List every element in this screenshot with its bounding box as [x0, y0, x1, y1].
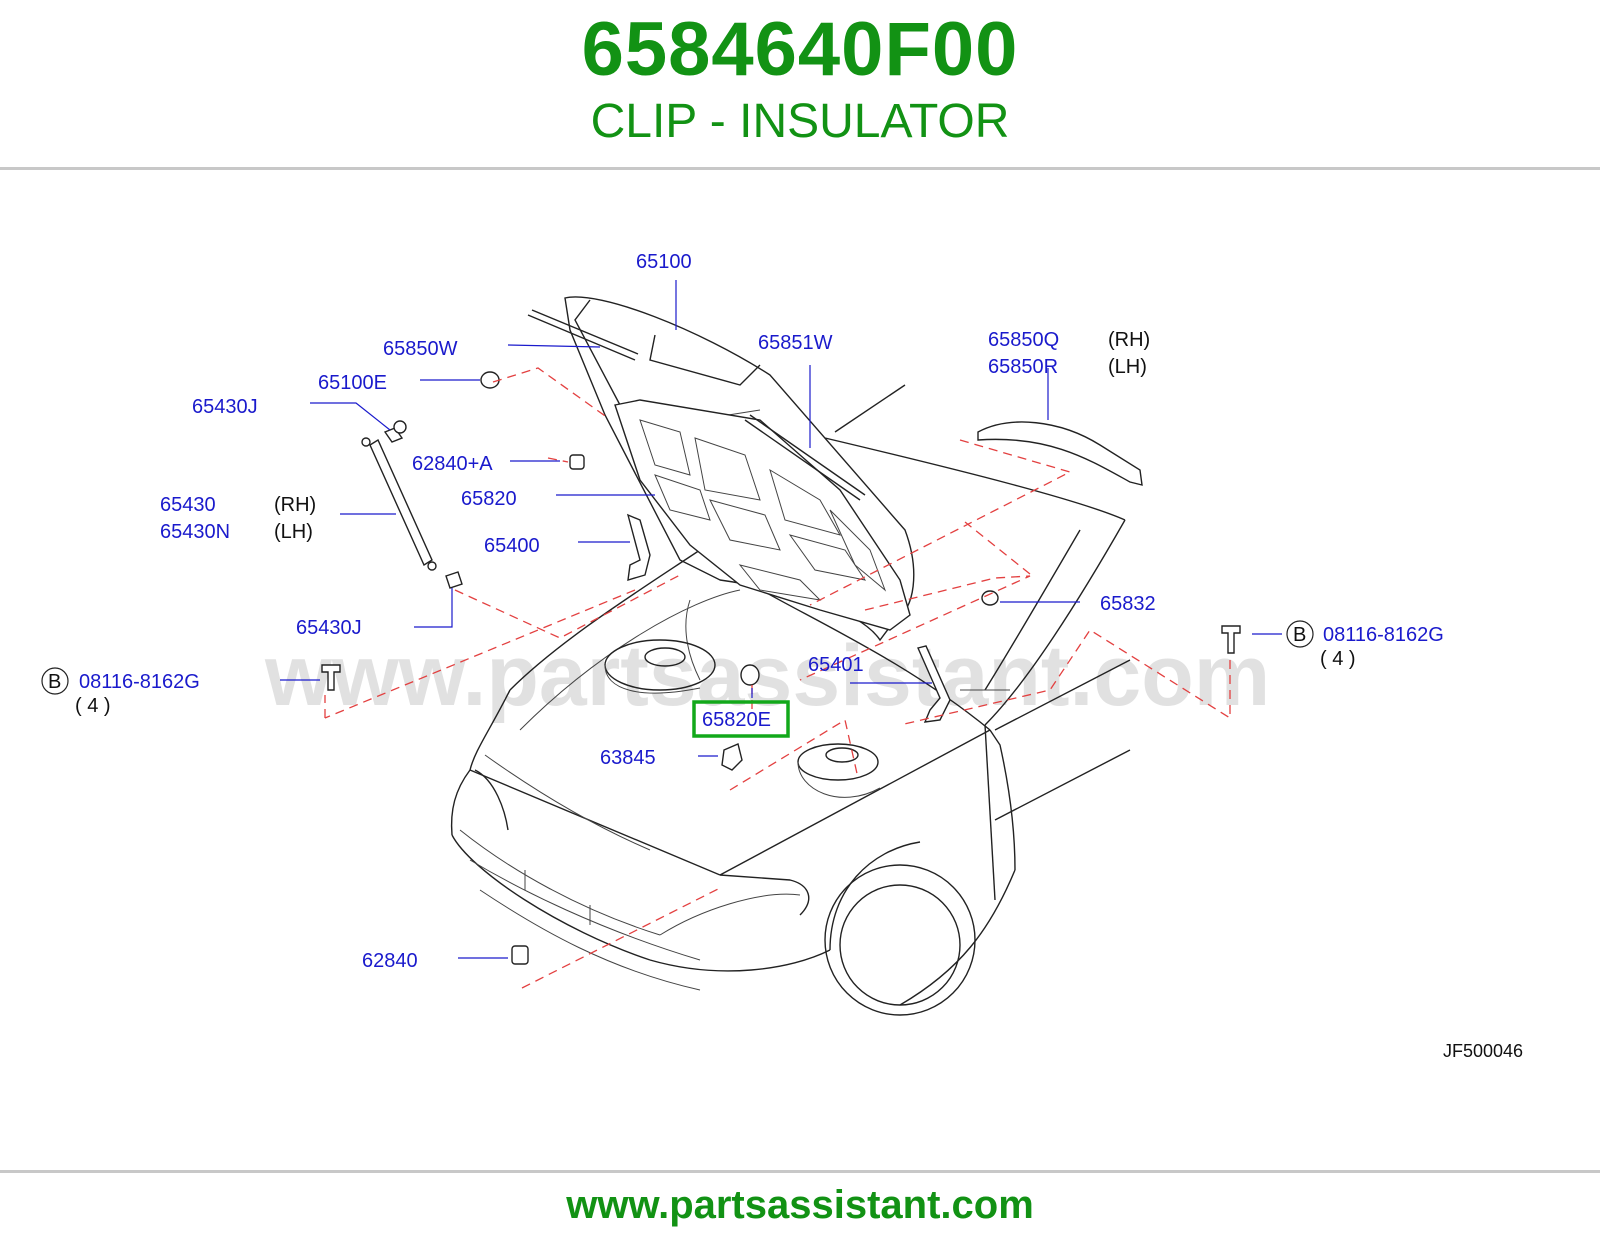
qty-left: ( 4 )	[75, 695, 111, 717]
label-65430[interactable]: 65430	[160, 494, 216, 516]
watermark-text: www.partsassistant.com	[264, 628, 1270, 724]
hood-panel-drawing	[527, 296, 915, 642]
leader-lines	[280, 280, 1282, 959]
label-62840[interactable]: 62840	[362, 950, 418, 972]
label-65850W[interactable]: 65850W	[383, 338, 458, 360]
b-mark-left: B	[48, 671, 61, 693]
label-65850Q[interactable]: 65850Q	[988, 329, 1059, 351]
parts-diagram: www.partsassistant.com	[0, 170, 1600, 1170]
label-65100E[interactable]: 65100E	[318, 372, 387, 394]
dashed-guides	[324, 367, 1231, 989]
b-circle-left	[41, 667, 69, 695]
car-body-drawing	[450, 384, 1131, 1016]
label-bolt-left[interactable]: 08116-8162G	[79, 671, 200, 693]
qty-right: ( 4 )	[1320, 648, 1356, 670]
top-divider	[0, 167, 1600, 170]
part-number-title: 6584640F00	[581, 7, 1019, 92]
label-bolt-right[interactable]: 08116-8162G	[1323, 624, 1444, 646]
side-lh-1: (LH)	[274, 521, 313, 543]
label-65400[interactable]: 65400	[484, 535, 540, 557]
diagram-code: JF500046	[1443, 1041, 1523, 1061]
label-65430N[interactable]: 65430N	[160, 521, 230, 543]
label-65851W[interactable]: 65851W	[758, 332, 833, 354]
label-63845[interactable]: 63845	[600, 747, 656, 769]
bottom-divider	[0, 1170, 1600, 1173]
label-65100[interactable]: 65100	[636, 251, 692, 273]
part-labels: 65100 65850W 65100E 65430J 62840+A 65430…	[41, 251, 1523, 1061]
b-mark-right: B	[1293, 624, 1306, 646]
label-65820[interactable]: 65820	[461, 488, 517, 510]
label-65401[interactable]: 65401	[808, 654, 864, 676]
side-rh-1: (RH)	[274, 494, 316, 516]
label-65820E-highlighted[interactable]: 65820E	[702, 709, 771, 731]
footer-website-link[interactable]: www.partsassistant.com	[566, 1183, 1034, 1227]
label-65430J-top[interactable]: 65430J	[192, 396, 258, 418]
b-circle-right	[1286, 620, 1314, 648]
side-rh-2: (RH)	[1108, 329, 1150, 351]
highlight-box	[692, 700, 790, 738]
page-header: 6584640F00 CLIP - INSULATOR	[0, 0, 1600, 170]
part-name-subtitle: CLIP - INSULATOR	[590, 95, 1010, 148]
label-65430J-bottom[interactable]: 65430J	[296, 617, 362, 639]
label-65850R[interactable]: 65850R	[988, 356, 1058, 378]
small-parts	[321, 371, 1241, 965]
diagram-canvas: www.partsassistant.com	[41, 251, 1523, 1061]
label-65832[interactable]: 65832	[1100, 593, 1156, 615]
label-62840A[interactable]: 62840+A	[412, 453, 493, 475]
cowl-seal-drawing	[977, 421, 1143, 486]
side-lh-2: (LH)	[1108, 356, 1147, 378]
